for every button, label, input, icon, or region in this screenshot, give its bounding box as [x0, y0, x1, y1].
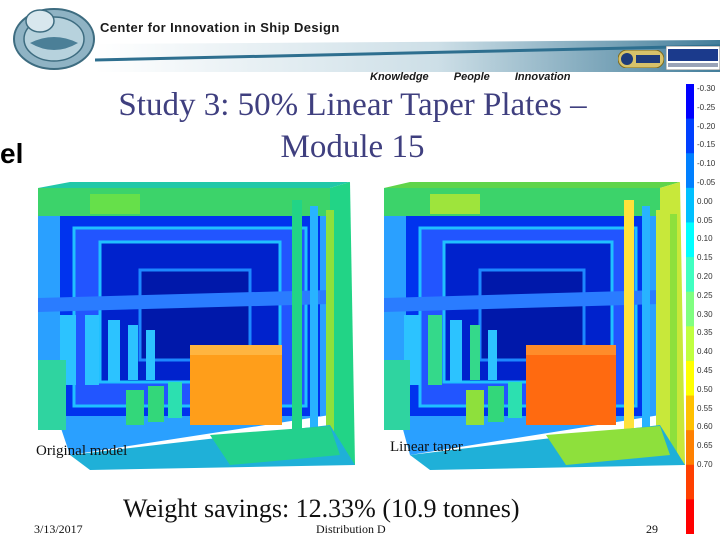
tagline-people: People — [453, 71, 490, 83]
fea-model-original — [38, 182, 355, 470]
color-scale-bar — [686, 84, 694, 534]
header-tagline: Knowledge People Innovation — [370, 71, 592, 83]
color-scale-label: 0.35 — [697, 328, 713, 338]
slide-title-line2: Module 15 — [280, 129, 425, 165]
color-scale-label: 0.00 — [697, 196, 713, 206]
color-scale-swatch — [686, 360, 694, 397]
color-scale-label: 0.30 — [697, 309, 713, 319]
color-scale-label: -0.10 — [697, 159, 716, 169]
color-scale-label: 0.45 — [697, 366, 713, 375]
footer-distribution: Distribution D — [316, 522, 386, 536]
caption-original-model: Original model — [36, 443, 128, 459]
color-scale-swatch — [686, 499, 694, 534]
tagline-knowledge: Knowledge — [370, 71, 429, 83]
header-band — [95, 40, 720, 72]
footer-page-number: 29 — [646, 522, 658, 536]
header-org-name: Center for Innovation in Ship Design — [100, 20, 340, 35]
color-scale-label: 0.20 — [697, 272, 713, 281]
tagline-innovation: Innovation — [514, 71, 571, 83]
color-scale-swatch — [686, 464, 694, 500]
color-scale-label: -0.05 — [697, 178, 716, 187]
color-scale-swatch — [686, 291, 694, 327]
caption-linear-taper: Linear taper — [390, 439, 463, 455]
color-scale-label: -0.25 — [697, 102, 716, 112]
color-scale-swatch — [686, 118, 694, 154]
color-scale-swatch — [686, 430, 694, 466]
color-scale-label: 0.50 — [697, 384, 713, 394]
color-scale-label: 0.55 — [697, 403, 713, 413]
color-scale-swatch — [686, 222, 694, 258]
footer-date: 3/13/2017 — [34, 522, 83, 536]
onr-logo — [618, 50, 664, 68]
color-scale-label: 0.65 — [697, 441, 713, 451]
color-scale-swatch — [686, 326, 694, 362]
color-scale-swatch — [686, 187, 694, 223]
weight-savings: Weight savings: 12.33% (10.9 tonnes) — [123, 494, 520, 523]
clipped-edge-text: el — [0, 138, 24, 169]
color-scale-swatch — [686, 257, 694, 293]
color-scale-label: 0.15 — [697, 253, 713, 263]
color-scale-label: 0.25 — [697, 290, 713, 300]
color-scale-label: -0.20 — [697, 121, 716, 131]
slide-title-line1: Study 3: 50% Linear Taper Plates – — [118, 87, 587, 123]
color-scale-label: 0.40 — [697, 347, 713, 357]
color-scale-label: 0.10 — [697, 234, 713, 244]
color-scale-label: 0.05 — [697, 215, 713, 225]
color-scale-swatch — [686, 395, 694, 431]
color-scale-label: 0.60 — [697, 422, 713, 432]
navsea-logo — [666, 46, 720, 70]
color-scale-swatch — [686, 153, 694, 189]
color-scale-swatch — [686, 84, 694, 120]
color-scale-label: -0.30 — [697, 84, 716, 93]
color-scale-label: -0.15 — [697, 140, 716, 150]
color-scale-label: 0.70 — [697, 460, 713, 469]
fea-model-linear-taper — [384, 182, 685, 470]
slide-title: Study 3: 50% Linear Taper Plates – Modul… — [80, 84, 625, 168]
cisd-logo — [13, 8, 95, 70]
